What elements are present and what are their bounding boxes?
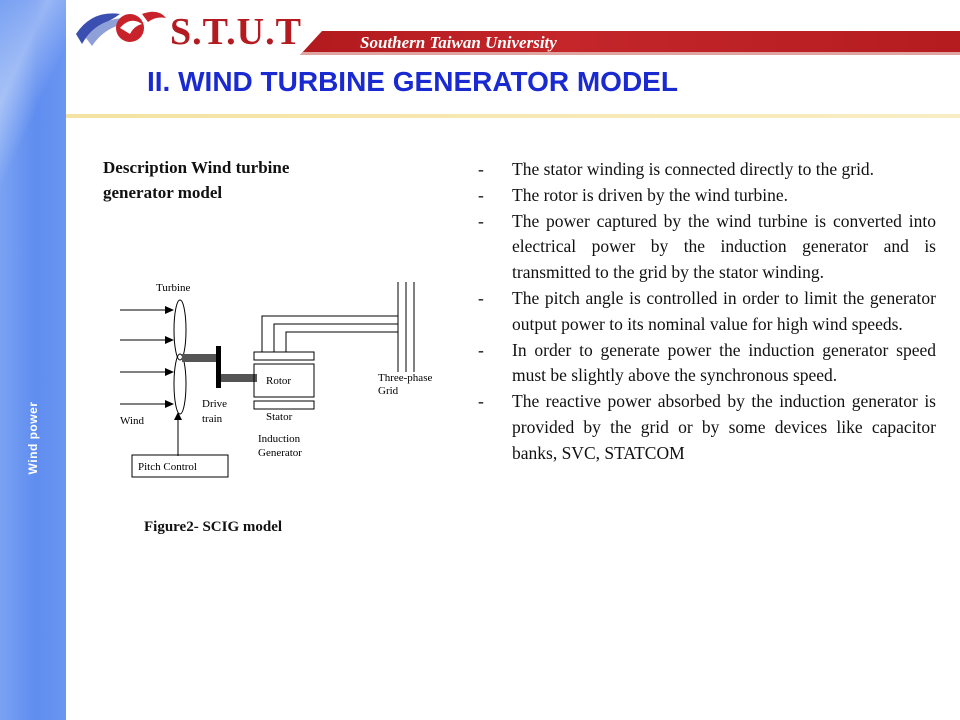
label-stator: Stator: [266, 411, 293, 423]
bullet-dash: -: [478, 159, 484, 179]
bullet-dash: -: [478, 287, 484, 308]
header-band: [300, 31, 960, 55]
label-drive-1: Drive: [202, 398, 227, 410]
sidebar-label: Wind power: [26, 401, 40, 475]
label-grid-2: Grid: [378, 385, 399, 397]
university-logo-icon: [76, 11, 166, 46]
sidebar: Wind power: [0, 0, 66, 720]
label-drive-2: train: [202, 413, 223, 425]
bullet-dash: -: [478, 210, 484, 231]
label-wind: Wind: [120, 415, 144, 427]
slide-title: II. WIND TURBINE GENERATOR MODEL: [147, 66, 678, 97]
bullet-dash: -: [478, 184, 484, 205]
label-pitch-control: Pitch Control: [138, 461, 197, 473]
bullet-text: The reactive power absorbed by the induc…: [512, 391, 936, 463]
bullet-list: - The stator winding is connected directl…: [470, 157, 936, 467]
bullet-item: - The pitch angle is controlled in order …: [470, 286, 936, 338]
bullet-dash: -: [478, 339, 484, 360]
label-turbine: Turbine: [156, 282, 191, 294]
bullet-item: - The reactive power absorbed by the indu…: [470, 389, 936, 466]
sidebar-streak: [0, 0, 66, 720]
bullet-text: The pitch angle is controlled in order t…: [512, 287, 936, 334]
bullet-text: In order to generate power the induction…: [512, 339, 936, 386]
label-induction-2: Generator: [258, 447, 302, 459]
bullet-item: - The stator winding is connected directl…: [470, 157, 936, 183]
label-grid-1: Three-phase: [378, 372, 432, 384]
figure-description: Description Wind turbine generator model: [103, 158, 290, 202]
header-stripe: [300, 52, 960, 55]
brand-name: S.T.U.T: [170, 11, 302, 53]
figure-caption: Figure2- SCIG model: [144, 519, 283, 535]
label-rotor: Rotor: [266, 375, 291, 387]
bullet-text: The power captured by the wind turbine i…: [512, 210, 936, 283]
bullet-item: - In order to generate power the inductio…: [470, 338, 936, 390]
scig-diagram: Turbine Wind Drive train Rotor Stator In…: [120, 282, 432, 478]
title-divider: [66, 114, 960, 118]
bullet-text: The rotor is driven by the wind turbine.: [512, 184, 789, 205]
bullet-dash: -: [478, 391, 484, 412]
label-induction-1: Induction: [258, 433, 301, 445]
university-name: Southern Taiwan University: [360, 33, 557, 52]
bullet-item: - The rotor is driven by the wind turbine…: [470, 183, 936, 209]
bullet-item: - The power captured by the wind turbine …: [470, 209, 936, 286]
bullet-text: The stator winding is connected directly…: [512, 159, 875, 179]
